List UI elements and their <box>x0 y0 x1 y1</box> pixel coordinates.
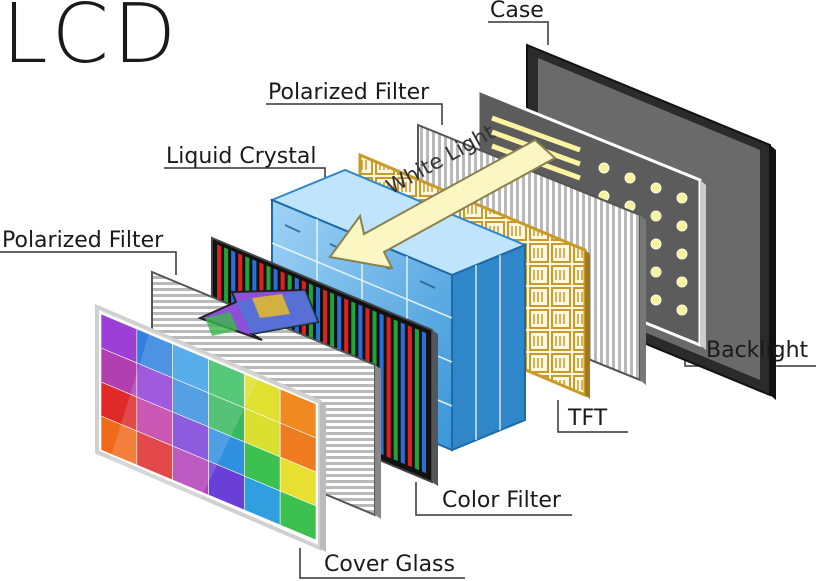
label-case: Case <box>490 0 544 23</box>
label-backlight: Backlight <box>706 338 809 363</box>
label-color-filter: Color Filter <box>442 488 561 513</box>
color-filter-stripe <box>386 316 391 459</box>
page-title: LCD <box>2 0 181 82</box>
label-cover-glass: Cover Glass <box>324 552 455 577</box>
cover-glass-color-grid <box>100 313 317 541</box>
label-polarized-filter-front: Polarized Filter <box>2 228 164 253</box>
color-filter-stripe <box>414 328 419 471</box>
colored-light-arrow <box>197 288 320 341</box>
cover-glass-cell <box>279 490 317 541</box>
color-filter-stripe <box>407 325 412 468</box>
label-polarized-filter-back: Polarized Filter <box>268 80 430 105</box>
cover-glass-layer <box>95 303 326 552</box>
color-filter-stripe <box>393 319 398 462</box>
color-filter-stripe <box>421 331 426 474</box>
label-liquid-crystal: Liquid Crystal <box>166 144 317 169</box>
label-tft: TFT <box>568 406 608 431</box>
white-light-arrow <box>328 138 557 270</box>
color-filter-stripe <box>400 322 405 465</box>
